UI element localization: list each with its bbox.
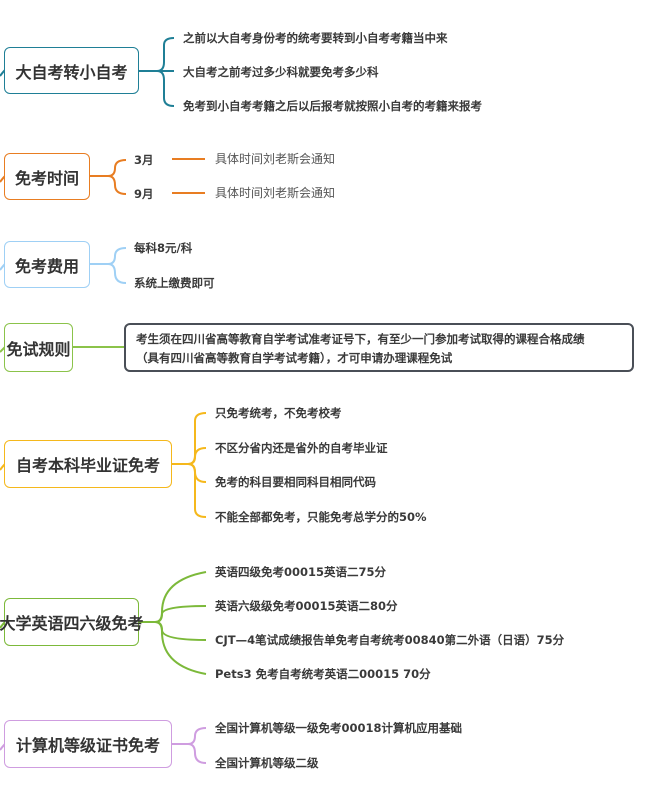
diploma-child-1[interactable]: 只免考统考，不免考校考	[215, 406, 342, 420]
time-march[interactable]: 3月	[134, 153, 154, 167]
rules-note-line-1: 考生须在四川省高等教育自学考试准考证号下，有至少一门参加考试取得的课程合格成绩	[136, 332, 585, 346]
time-september[interactable]: 9月	[134, 187, 154, 201]
fee-pay-online[interactable]: 系统上缴费即可	[134, 276, 215, 290]
computer-child-2[interactable]: 全国计算机等级二级	[215, 756, 319, 770]
topic-transfer-exam-records[interactable]: 大自考转小自考	[4, 47, 139, 94]
fee-per-subject[interactable]: 每科8元/科	[134, 241, 193, 255]
topic-cet-exemption[interactable]: 大学英语四六级免考	[0, 598, 144, 646]
cet-child-2[interactable]: 英语六级级免考00015英语二80分	[215, 599, 398, 613]
topic-exemption-rules[interactable]: 免试规则	[4, 323, 73, 372]
transfer-child-3[interactable]: 免考到小自考考籍之后以后报考就按照小自考的考籍来报考	[183, 99, 482, 113]
time-september-detail[interactable]: 具体时间刘老斯会通知	[215, 186, 336, 200]
rules-note[interactable]: 考生须在四川省高等教育自学考试准考证号下，有至少一门参加考试取得的课程合格成绩 …	[124, 323, 634, 372]
computer-child-1[interactable]: 全国计算机等级一级免考00018计算机应用基础	[215, 721, 463, 735]
topic-computer-cert-exemption[interactable]: 计算机等级证书免考	[4, 720, 172, 768]
topic-bachelor-diploma-exemption[interactable]: 自考本科毕业证免考	[4, 440, 172, 488]
rules-note-line-2: （具有四川省高等教育自学考试考籍），才可申请办理课程免试	[136, 351, 453, 365]
transfer-child-1[interactable]: 之前以大自考身份考的统考要转到小自考考籍当中来	[183, 31, 448, 45]
diploma-child-4[interactable]: 不能全部都免考，只能免考总学分的50%	[215, 510, 427, 524]
topic-exemption-fee[interactable]: 免考费用	[4, 241, 90, 288]
cet-child-3[interactable]: CJT—4笔试成绩报告单免考自考统考00840第二外语（日语）75分	[215, 633, 565, 647]
topic-exemption-time[interactable]: 免考时间	[4, 153, 90, 200]
time-march-detail[interactable]: 具体时间刘老斯会通知	[215, 152, 336, 166]
cet-child-4[interactable]: Pets3 免考自考统考英语二00015 70分	[215, 667, 431, 681]
cet-child-1[interactable]: 英语四级免考00015英语二75分	[215, 565, 387, 579]
diploma-child-2[interactable]: 不区分省内还是省外的自考毕业证	[215, 441, 388, 455]
transfer-child-2[interactable]: 大自考之前考过多少科就要免考多少科	[183, 65, 379, 79]
diploma-child-3[interactable]: 免考的科目要相同科目相同代码	[215, 475, 376, 489]
